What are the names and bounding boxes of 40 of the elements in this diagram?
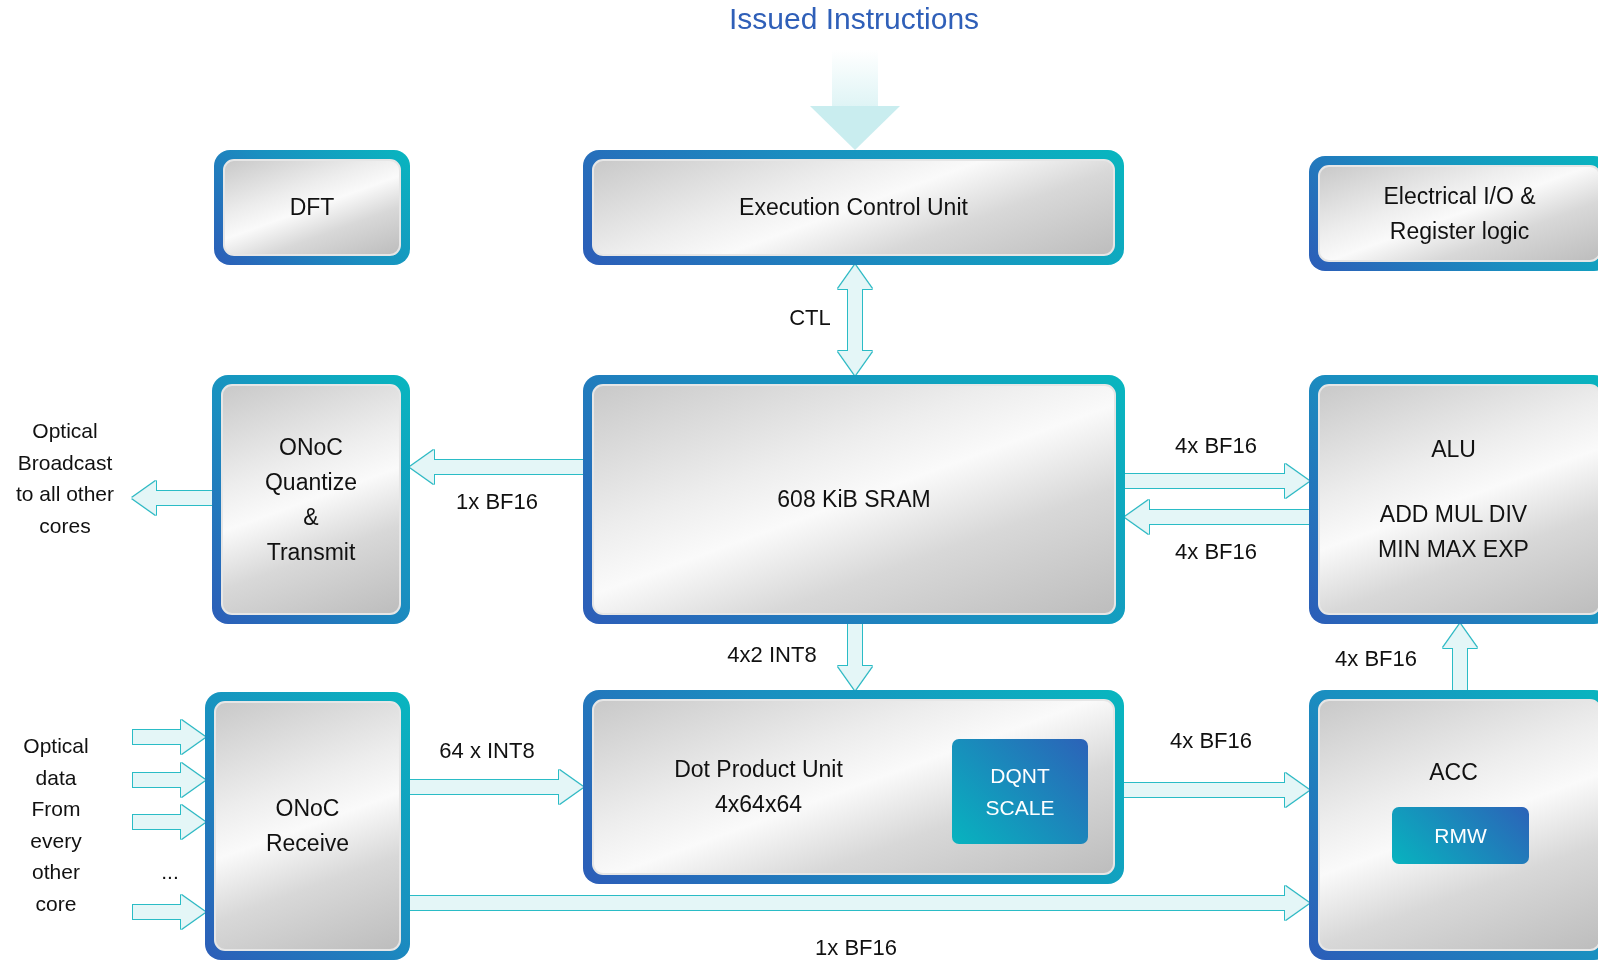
- block-label: Electrical I/O & Register logic: [1382, 181, 1537, 246]
- block-label: ADD MUL DIV MIN MAX EXP: [1377, 500, 1530, 564]
- block-arrow: [1443, 624, 1477, 690]
- block-box: [583, 150, 1124, 265]
- block-arrow: [1124, 773, 1309, 807]
- block-arrow: [133, 895, 205, 929]
- block-box: [583, 690, 1124, 884]
- block-label: Execution Control Unit: [739, 193, 968, 222]
- block-arrow: [133, 805, 205, 839]
- sub-block: [1392, 807, 1529, 864]
- block-arrow: [132, 481, 212, 515]
- block-arrow: [838, 624, 872, 690]
- annotation-text: Optical Broadcast to all other cores: [8, 415, 132, 541]
- block-box: [583, 375, 1125, 624]
- block-label: 608 KiB SRAM: [777, 485, 931, 514]
- block-box: [1309, 156, 1598, 271]
- block-arrow: [410, 886, 1309, 920]
- heading-text: Issued Instructions: [728, 2, 980, 36]
- block-arrow: [1125, 500, 1309, 534]
- annotation-text: Optical data From every other core: [14, 730, 133, 919]
- block-box: [212, 375, 410, 624]
- block-box: [214, 150, 410, 265]
- annotation-text: ...: [160, 859, 180, 885]
- block-arrow: [410, 770, 583, 804]
- block-box: [205, 692, 410, 960]
- block-label: Dot Product Unit 4x64x64: [673, 755, 844, 819]
- block-label: ACC: [1429, 758, 1478, 787]
- block-label: ALU: [1431, 435, 1476, 464]
- block-arrow: [133, 720, 205, 754]
- sub-block: [952, 739, 1088, 844]
- block-box: [1309, 375, 1598, 624]
- block-label: DFT: [289, 193, 335, 222]
- block-arrow: [1125, 464, 1309, 498]
- block-arrow: [410, 450, 583, 484]
- block-label: RMW: [1434, 822, 1487, 849]
- block-label: ONoC Receive: [264, 794, 351, 858]
- block-arrow: [838, 265, 872, 375]
- block-label: DQNT SCALE: [984, 762, 1056, 821]
- block-label: ONoC Quantize & Transmit: [263, 432, 359, 567]
- block-box: [1309, 690, 1598, 960]
